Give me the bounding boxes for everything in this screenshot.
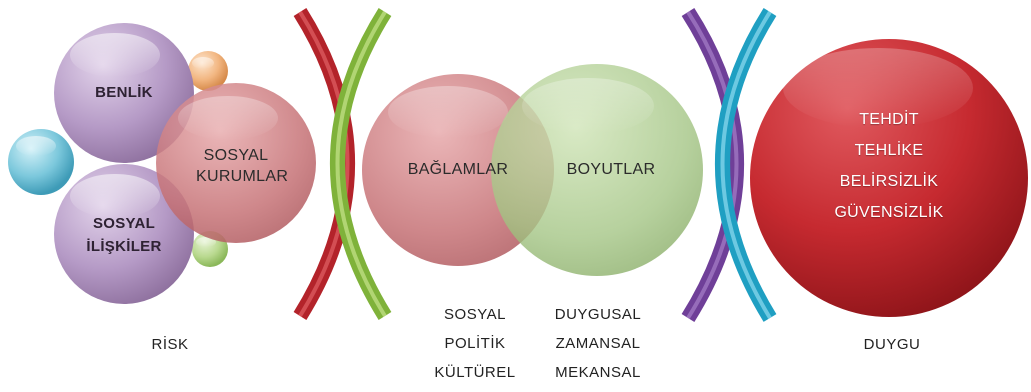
sosyal-kurumlar-bubble	[156, 83, 316, 243]
small-teal-bubble	[8, 129, 74, 195]
duygu-circle-labels: TEHDİT TEHLİKE BELİRSİZLİK GÜVENSİZLİK	[829, 104, 949, 228]
tehdit-label: TEHDİT	[859, 111, 919, 128]
left-bracket-arcs	[293, 8, 392, 320]
duygu-label: DUYGU	[863, 336, 921, 353]
belirsizlik-label: BELİRSİZLİK	[839, 173, 939, 190]
baglam-list-item: SOSYAL	[444, 306, 506, 323]
sosyal-iliskiler-line-1: SOSYAL	[92, 215, 156, 232]
baglam-list-item: POLİTİK	[444, 335, 506, 352]
sosyal-kurumlar-line-1: SOSYAL	[203, 147, 269, 164]
risk-label: RİSK	[151, 336, 189, 353]
boyut-list: DUYGUSAL ZAMANSAL MEKANSAL	[538, 300, 658, 387]
small-orange-bubble	[188, 51, 228, 91]
sosyal-iliskiler-label: SOSYAL İLİŞKİLER	[84, 212, 164, 258]
boyutlar-label: BOYUTLAR	[566, 161, 656, 178]
benlik-label: BENLİK	[95, 84, 153, 101]
boyut-list-item: MEKANSAL	[555, 364, 641, 381]
tehlike-label: TEHLİKE	[854, 142, 924, 159]
boyutlar-bubble	[491, 64, 703, 276]
right-bracket-arcs	[681, 7, 777, 322]
boyut-list-item: ZAMANSAL	[555, 335, 641, 352]
baglam-list-item: KÜLTÜREL	[434, 364, 516, 381]
baglam-list: SOSYAL POLİTİK KÜLTÜREL	[420, 300, 530, 387]
benlik-bubble	[54, 23, 194, 163]
duygu-circle	[750, 39, 1028, 317]
baglamlar-label: BAĞLAMLAR	[407, 161, 509, 178]
sosyal-kurumlar-line-2: KURUMLAR	[196, 168, 289, 185]
boyut-list-item: DUYGUSAL	[554, 306, 642, 323]
sosyal-kurumlar-label: SOSYAL KURUMLAR	[196, 145, 289, 187]
sosyal-iliskiler-line-2: İLİŞKİLER	[86, 238, 162, 255]
guvensizlik-label: GÜVENSİZLİK	[834, 204, 944, 221]
sosyal-iliskiler-bubble	[54, 164, 194, 304]
